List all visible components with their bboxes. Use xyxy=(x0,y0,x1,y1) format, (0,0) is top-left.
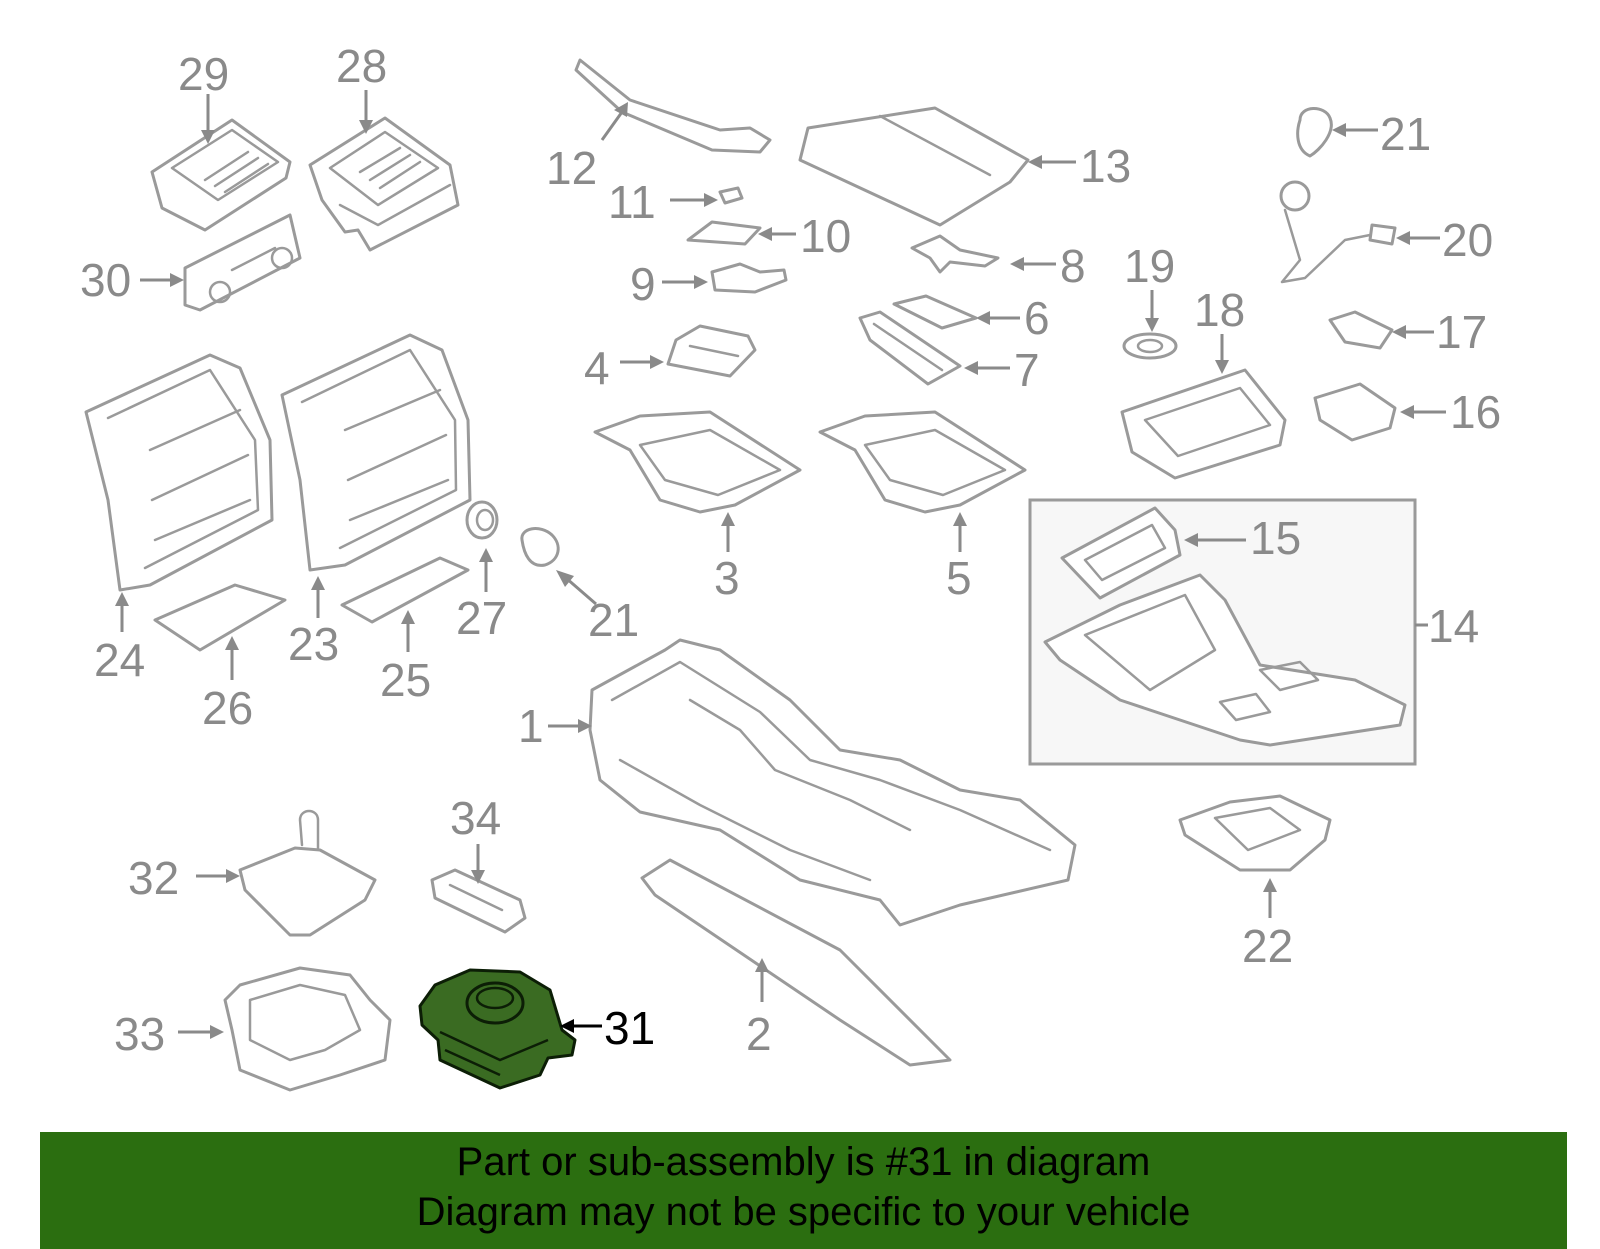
callout-29: 29 xyxy=(178,48,229,100)
leader-lines xyxy=(115,90,1446,1039)
part-8-clip[interactable] xyxy=(910,234,1000,274)
callout-33: 33 xyxy=(114,1008,165,1060)
part-31-idrive-controller[interactable] xyxy=(418,968,577,1090)
callout-6: 6 xyxy=(1024,292,1050,344)
callout-17: 17 xyxy=(1436,306,1487,358)
callout-15: 15 xyxy=(1250,512,1301,564)
callout-26: 26 xyxy=(202,682,253,734)
callout-21-top: 21 xyxy=(1380,108,1431,160)
callout-16: 16 xyxy=(1450,386,1501,438)
callout-23: 23 xyxy=(288,618,339,670)
callout-5: 5 xyxy=(946,552,972,604)
part-2-trim-strip[interactable] xyxy=(640,858,952,1067)
callout-24: 24 xyxy=(94,634,145,686)
part-15-trim-bezel[interactable] xyxy=(1060,506,1182,600)
part-11-clip[interactable] xyxy=(718,186,744,205)
footer-line-2: Diagram may not be specific to your vehi… xyxy=(416,1190,1191,1234)
footer-line-1: Part or sub-assembly is #31 in diagram xyxy=(456,1140,1151,1184)
part-5-storage-tray[interactable] xyxy=(818,410,1027,514)
part-32-shift-boot[interactable] xyxy=(238,809,377,937)
part-16-cup-insert[interactable] xyxy=(1313,382,1397,442)
part-27-bushing[interactable] xyxy=(465,500,499,540)
callout-2: 2 xyxy=(746,1008,772,1060)
callout-21-mid: 21 xyxy=(588,594,639,646)
callout-12: 12 xyxy=(546,142,597,194)
part-24-side-panel[interactable] xyxy=(84,353,274,592)
callout-7: 7 xyxy=(1014,344,1040,396)
part-22-bracket[interactable] xyxy=(1178,794,1332,872)
callout-22: 22 xyxy=(1242,920,1293,972)
part-19-plug[interactable] xyxy=(1122,332,1178,360)
callout-27: 27 xyxy=(456,592,507,644)
part-21-cap-mid[interactable] xyxy=(520,527,560,567)
callout-18: 18 xyxy=(1194,284,1245,336)
part-21-cap-top[interactable] xyxy=(1296,107,1333,158)
part-10-bracket[interactable] xyxy=(686,220,762,246)
callout-34: 34 xyxy=(450,792,501,844)
callout-20: 20 xyxy=(1442,214,1493,266)
callout-8: 8 xyxy=(1060,240,1086,292)
part-33-trim-bezel[interactable] xyxy=(223,966,392,1092)
part-29-air-vent[interactable] xyxy=(150,118,292,232)
part-12-trim-strip[interactable] xyxy=(574,58,772,154)
callout-25: 25 xyxy=(380,654,431,706)
callout-13: 13 xyxy=(1080,140,1131,192)
callout-4: 4 xyxy=(584,342,610,394)
callout-28: 28 xyxy=(336,40,387,92)
part-23-side-panel[interactable] xyxy=(280,333,472,572)
callout-labels: 29 28 30 12 11 10 9 13 8 6 7 4 3 5 21 20… xyxy=(80,40,1501,1060)
part-4-insert[interactable] xyxy=(666,324,757,378)
part-30-climate-control[interactable] xyxy=(183,213,302,312)
part-18-armrest-lid[interactable] xyxy=(1120,368,1287,480)
callout-11: 11 xyxy=(608,176,656,228)
part-34-switch-panel[interactable] xyxy=(430,868,527,934)
part-17-socket-cover[interactable] xyxy=(1328,310,1394,350)
part-13-cover[interactable] xyxy=(798,106,1030,227)
callout-3: 3 xyxy=(714,552,740,604)
part-9-bracket[interactable] xyxy=(710,262,788,294)
callout-14: 14 xyxy=(1428,600,1479,652)
part-1-center-console[interactable] xyxy=(588,638,1077,927)
callout-32: 32 xyxy=(128,852,179,904)
part-14-trim-panel[interactable] xyxy=(1043,573,1407,747)
part-20-usb-cable[interactable] xyxy=(1279,180,1397,284)
part-6-mat[interactable] xyxy=(892,294,978,330)
part-28-vent-housing[interactable] xyxy=(308,116,460,252)
part-25-mat[interactable] xyxy=(340,556,470,624)
part-3-storage-tray[interactable] xyxy=(593,410,802,514)
part-26-mat[interactable] xyxy=(153,583,287,652)
callout-1: 1 xyxy=(518,700,544,752)
callout-30: 30 xyxy=(80,254,131,306)
footer-banner: Part or sub-assembly is #31 in diagram D… xyxy=(40,1132,1567,1249)
callout-31: 31 xyxy=(604,1002,655,1054)
callout-19: 19 xyxy=(1124,240,1175,292)
callout-10: 10 xyxy=(800,210,851,262)
callout-9: 9 xyxy=(630,258,656,310)
part-7-tray[interactable] xyxy=(858,310,962,386)
